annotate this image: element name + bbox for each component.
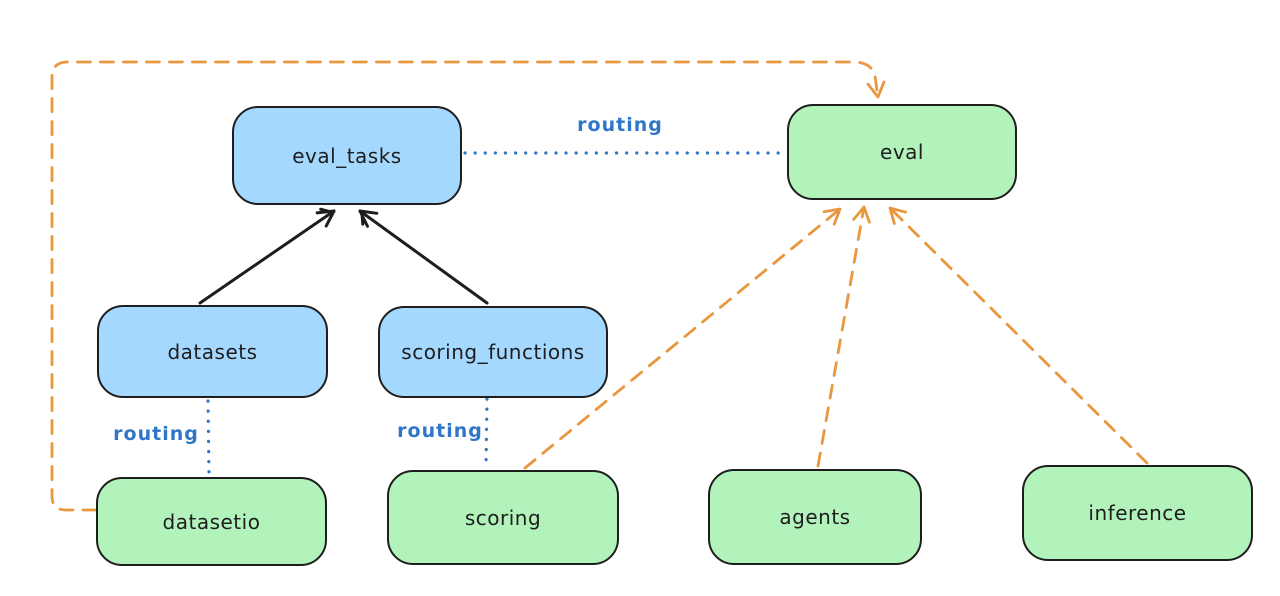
node-inference: inference <box>1022 465 1253 561</box>
node-datasetio: datasetio <box>96 477 327 566</box>
edge-datasets-to-eval-tasks <box>198 207 336 305</box>
node-agents: agents <box>708 469 922 565</box>
node-eval-label: eval <box>880 140 924 164</box>
edge-agents-to-eval <box>816 205 871 468</box>
node-eval-tasks: eval_tasks <box>232 106 462 205</box>
node-eval: eval <box>787 104 1017 200</box>
node-datasetio-label: datasetio <box>162 509 261 534</box>
edge-routing-datasets-to-datasetio <box>206 399 211 475</box>
edge-label-routing-top: routing <box>577 114 663 136</box>
node-scoring-functions: scoring_functions <box>378 306 608 398</box>
node-scoring-functions-label: scoring_functions <box>401 340 585 364</box>
edge-datasetio-to-eval-loop <box>50 60 886 512</box>
node-scoring-label: scoring <box>464 505 542 530</box>
node-datasets-label: datasets <box>167 339 258 364</box>
edge-label-routing-left: routing <box>113 423 199 445</box>
node-scoring: scoring <box>387 470 619 565</box>
edge-inference-to-eval <box>888 206 1149 465</box>
edge-scoring-to-eval <box>523 207 842 470</box>
edge-routing-scoring-functions-to-scoring <box>484 397 489 468</box>
node-agents-label: agents <box>779 505 851 529</box>
node-inference-label: inference <box>1088 501 1187 525</box>
edge-label-routing-middle: routing <box>397 420 483 442</box>
node-eval-tasks-label: eval_tasks <box>292 143 402 168</box>
node-datasets: datasets <box>97 305 328 398</box>
edge-scoring-functions-to-eval-tasks <box>358 209 489 305</box>
